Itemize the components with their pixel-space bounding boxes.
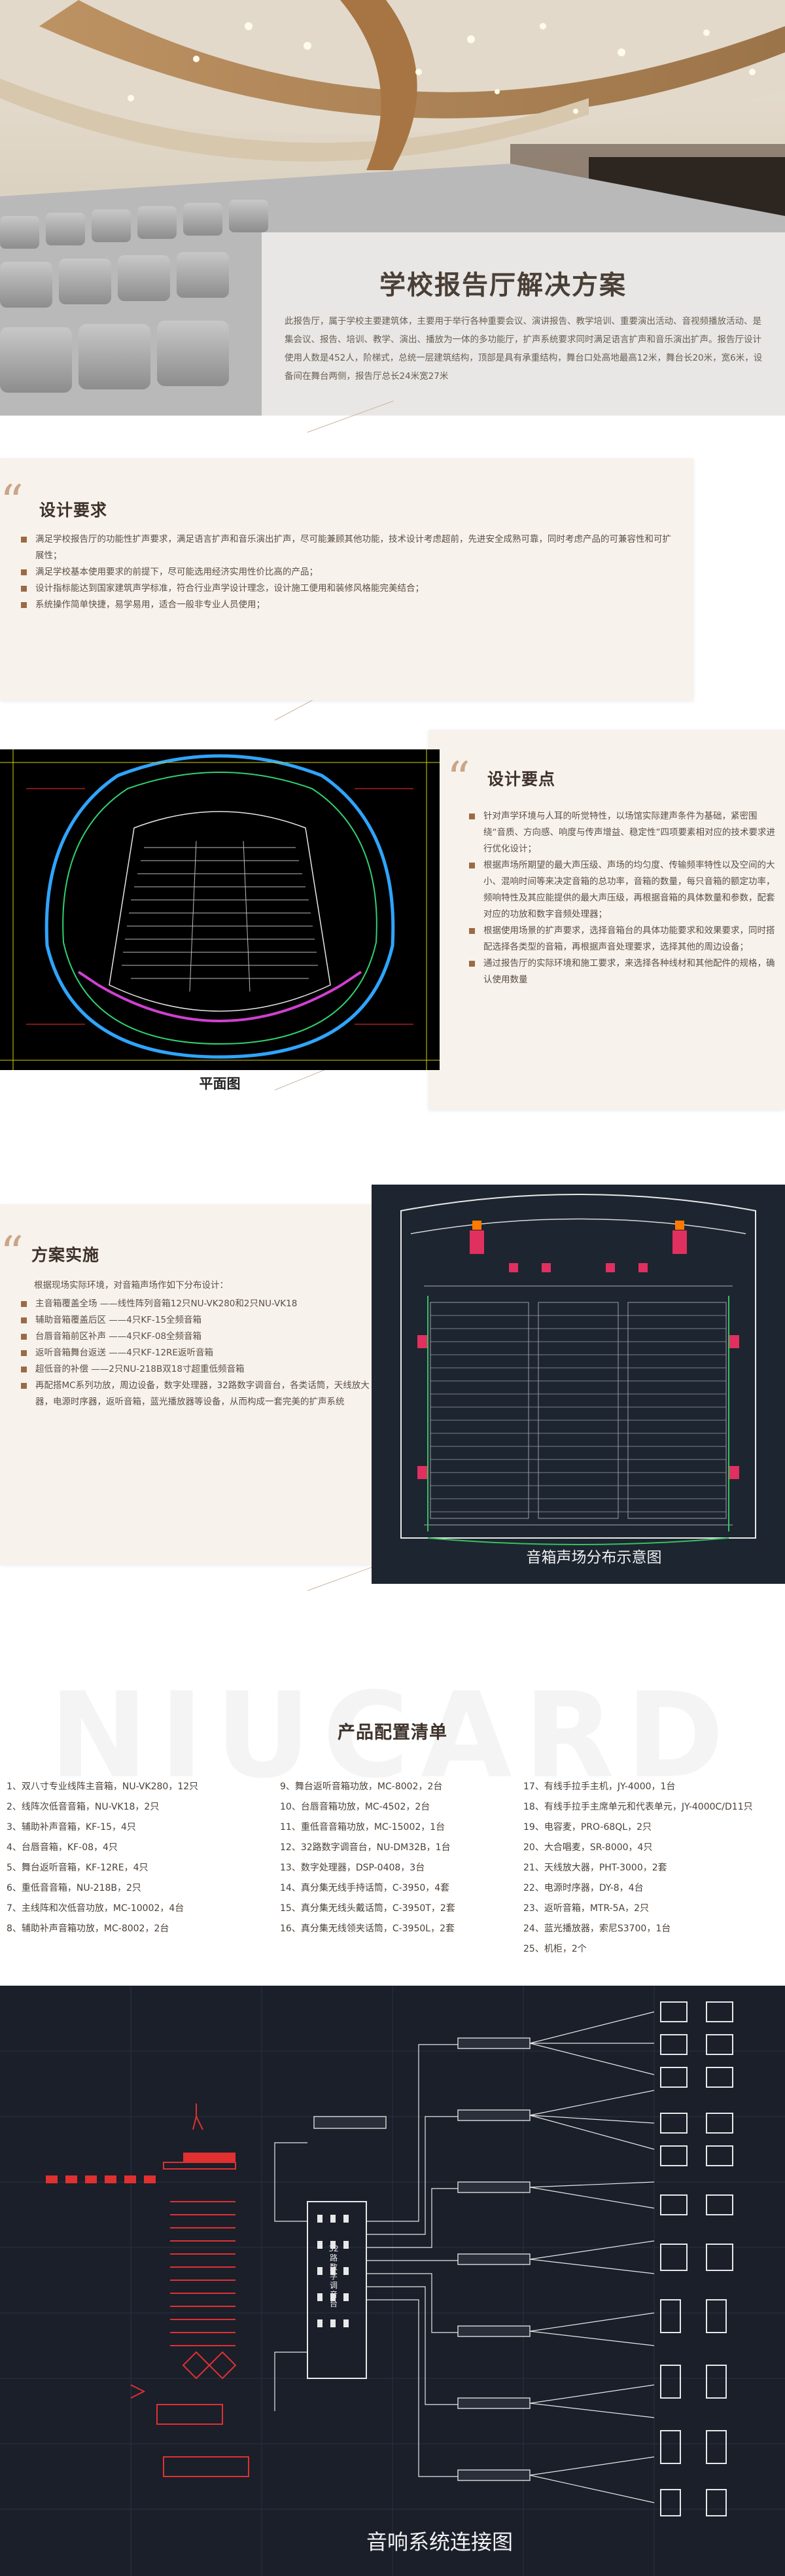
requirements-title: 设计要求: [39, 501, 108, 520]
auditorium-photo: [0, 0, 785, 416]
list-item: 17、有线手拉手主机，JY-4000，1台: [523, 1781, 676, 1792]
requirements-section: “ 设计要求 满足学校报告厅的功能性扩声要求，满足语言扩声和音乐演出扩声，尽可能…: [0, 458, 693, 700]
quote-mark-icon: “: [447, 752, 470, 806]
list-item: 18、有线手拉手主席单元和代表单元，JY-4000C/D11只: [523, 1802, 753, 1812]
list-item: 13、数字处理器，DSP-0408，3台: [280, 1863, 425, 1873]
design-points-list: 针对声学环境与人耳的听觉特性，以场馆实际建声条件为基础，紧密围绕“音质、方向感、…: [468, 808, 775, 988]
list-item: 19、电容麦，PRO-68QL，2只: [523, 1822, 652, 1833]
list-item: 针对声学环境与人耳的听觉特性，以场馆实际建声条件为基础，紧密围绕“音质、方向感、…: [468, 808, 775, 857]
watermark: NIUCARD: [49, 1668, 736, 1804]
list-item: 设计指标能达到国家建筑声学标准，符合行业声学设计理念，设计施工便用和装修风格能完…: [20, 581, 674, 597]
wiring-diagram: 32路数字调音台: [0, 1986, 785, 2576]
list-item: 超低音的补偿 ——2只NU-218B双18寸超重低频音箱: [20, 1361, 373, 1378]
list-item: 11、重低音音箱功放，MC-15002，1台: [280, 1822, 445, 1833]
design-points-title: 设计要点: [487, 770, 556, 789]
list-item: 系统操作简单快捷，易学易用，适合一般非专业人员使用；: [20, 597, 674, 613]
list-item: 16、真分集无线领夹话筒，C-3950L，2套: [280, 1923, 455, 1934]
hero-intro-card: 学校报告厅解决方案 此报告厅，属于学校主要建筑体，主要用于举行各种重要会议、演讲…: [262, 232, 785, 416]
list-item: 返听音箱舞台返送 ——4只KF-12RE返听音箱: [20, 1345, 373, 1361]
list-item: 通过报告厅的实际环境和施工要求，来选择各种线材和其他配件的规格，确认使用数量: [468, 956, 775, 988]
mixer-label: 32路数字调音台: [328, 2244, 339, 2308]
requirements-list: 满足学校报告厅的功能性扩声要求，满足语言扩声和音乐演出扩声，尽可能兼顾其他功能，…: [20, 531, 674, 613]
list-item: 22、电源时序器，DY-8，4台: [523, 1883, 644, 1893]
list-item: 根据声场所期望的最大声压级、声场的均匀度、传输频率特性以及空间的大小、混响时间等…: [468, 857, 775, 923]
list-item: 8、辅助补声音箱功放，MC-8002，2台: [7, 1923, 169, 1934]
wiring-diagram-caption: 音响系统连接图: [366, 2530, 514, 2554]
floor-plan-caption: 平面图: [199, 1076, 241, 1092]
floor-plan-drawing: [0, 749, 440, 1070]
speaker-distribution-caption: 音箱声场分布示意图: [526, 1549, 662, 1566]
list-item: 根据使用场景的扩声要求，选择音箱台的具体功能要求和效果要求，同时搭配选择各类型的…: [468, 923, 775, 956]
list-item: 台唇音箱前区补声 ——4只KF-08全频音箱: [20, 1329, 373, 1345]
quote-mark-icon: “: [0, 475, 24, 529]
speaker-distribution-diagram: [372, 1185, 785, 1584]
list-item: 20、大合唱麦，SR-8000，4只: [523, 1842, 653, 1853]
list-item: 23、返听音箱，MTR-5A，2只: [523, 1903, 650, 1914]
list-item: 7、主线阵和次低音功放，MC-10002，4台: [7, 1903, 184, 1914]
design-points-section: “ 设计要点 针对声学环境与人耳的听觉特性，以场馆实际建声条件为基础，紧密围绕“…: [428, 730, 785, 1109]
list-item: 1、双八寸专业线阵主音箱，NU-VK280，12只: [7, 1781, 199, 1792]
implementation-intro: 根据现场实际环境，对音箱声场作如下分布设计：: [34, 1280, 228, 1291]
list-item: 满足学校报告厅的功能性扩声要求，满足语言扩声和音乐演出扩声，尽可能兼顾其他功能，…: [20, 531, 674, 564]
list-item: 15、真分集无线头戴话筒，C-3950T，2套: [280, 1903, 455, 1914]
product-list-column-1: 1、双八寸专业线阵主音箱，NU-VK280，12只 2、线阵次低音音箱，NU-V…: [7, 1777, 275, 1939]
implementation-section: “ 方案实施 根据现场实际环境，对音箱声场作如下分布设计： 主音箱覆盖全场 ——…: [0, 1204, 383, 1564]
list-item: 主音箱覆盖全场 ——线性阵列音箱12只NU-VK280和2只NU-VK18: [20, 1296, 373, 1312]
list-item: 再配搭MC系列功放，周边设备，数字处理器，32路数字调音台，各类话筒，天线放大器…: [20, 1378, 373, 1410]
hero-banner: 学校报告厅解决方案 此报告厅，属于学校主要建筑体，主要用于举行各种重要会议、演讲…: [0, 0, 785, 416]
list-item: 10、台唇音箱功放，MC-4502，2台: [280, 1802, 430, 1812]
list-item: 12、32路数字调音台，NU-DM32B，1台: [280, 1842, 451, 1853]
product-list-title: 产品配置清单: [338, 1723, 447, 1743]
list-item: 9、舞台返听音箱功放，MC-8002，2台: [280, 1781, 443, 1792]
list-item: 14、真分集无线手持话筒，C-3950，4套: [280, 1883, 450, 1893]
implementation-list: 主音箱覆盖全场 ——线性阵列音箱12只NU-VK280和2只NU-VK18 辅助…: [20, 1296, 373, 1410]
hero-title: 学校报告厅解决方案: [379, 270, 627, 300]
list-item: 4、台唇音箱，KF-08，4只: [7, 1842, 118, 1853]
list-item: 2、线阵次低音音箱，NU-VK18，2只: [7, 1802, 160, 1812]
product-list-column-3: 17、有线手拉手主机，JY-4000，1台 18、有线手拉手主席单元和代表单元，…: [523, 1777, 782, 1959]
list-item: 6、重低音音箱，NU-218B，2只: [7, 1883, 141, 1893]
list-item: 3、辅助补声音箱，KF-15，4只: [7, 1822, 136, 1833]
list-item: 24、蓝光播放器，索尼S3700，1台: [523, 1923, 671, 1934]
implementation-title: 方案实施: [31, 1245, 100, 1264]
list-item: 25、机柜，2个: [523, 1944, 587, 1954]
hero-description: 此报告厅，属于学校主要建筑体，主要用于举行各种重要会议、演讲报告、教学培训、重要…: [285, 316, 763, 382]
list-item: 21、天线放大器，PHT-3000，2套: [523, 1863, 667, 1873]
list-item: 5、舞台返听音箱，KF-12RE，4只: [7, 1863, 148, 1873]
product-list-column-2: 9、舞台返听音箱功放，MC-8002，2台 10、台唇音箱功放，MC-4502，…: [280, 1777, 522, 1939]
list-item: 满足学校基本使用要求的前提下，尽可能选用经济实用性价比高的产品；: [20, 564, 674, 581]
quote-mark-icon: “: [0, 1226, 24, 1280]
list-item: 辅助音箱覆盖后区 ——4只KF-15全频音箱: [20, 1312, 373, 1329]
